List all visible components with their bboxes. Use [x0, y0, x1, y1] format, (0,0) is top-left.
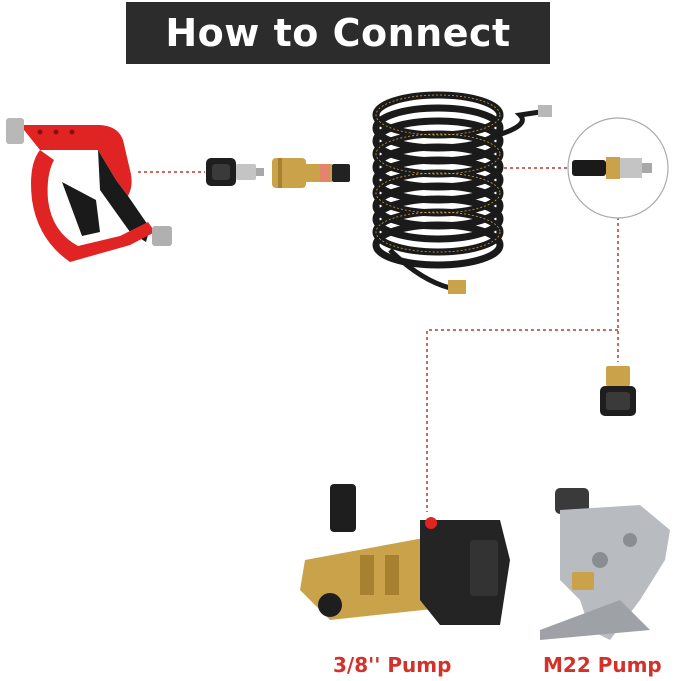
m22-adapter-icon [206, 158, 264, 186]
spray-gun-icon [6, 118, 172, 262]
hose-end-zoom-icon [568, 118, 668, 218]
axial-pump-icon [540, 488, 670, 640]
pump-label-left: 3/8'' Pump [333, 653, 451, 677]
quick-connect-plug-icon [272, 158, 350, 188]
m22-coupler-icon [600, 366, 636, 416]
triplex-pump-icon [300, 484, 510, 625]
hose-coil-icon [376, 95, 540, 288]
pump-label-right: M22 Pump [543, 653, 662, 677]
